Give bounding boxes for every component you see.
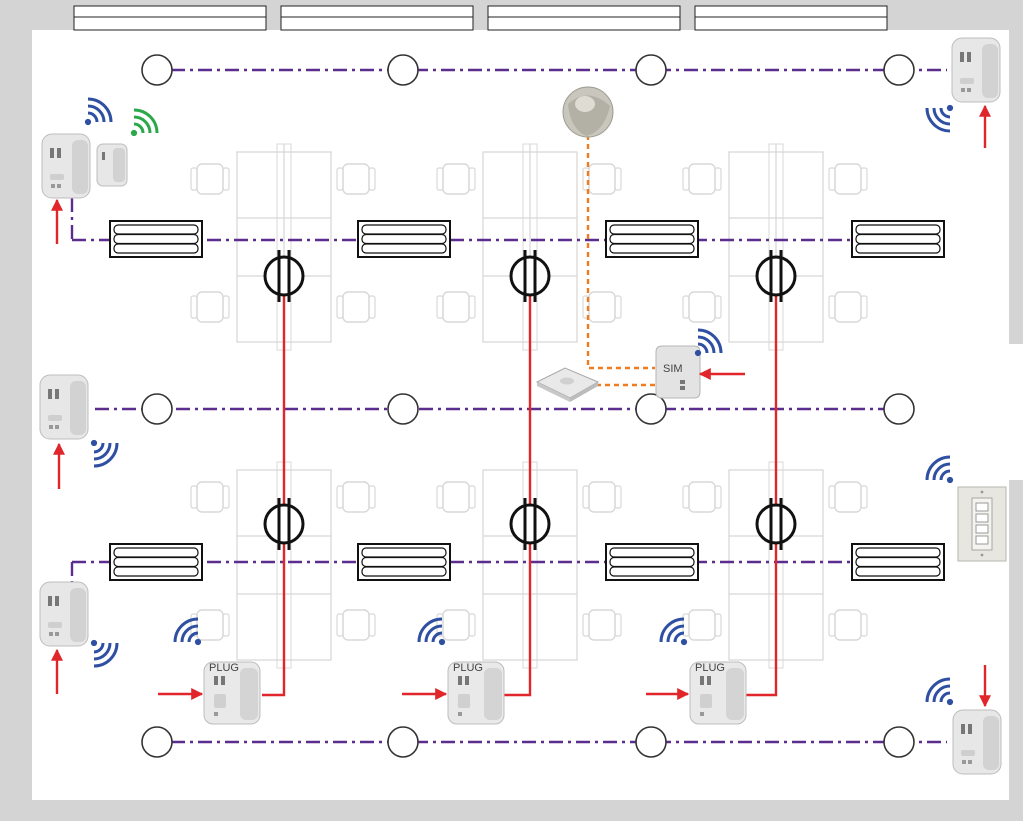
- round-downlight-icon: [635, 393, 667, 425]
- control-lines: [70, 68, 947, 744]
- title-boxes: [73, 5, 888, 31]
- title-box-3: [487, 5, 681, 31]
- round-downlight-icon: [141, 726, 173, 758]
- linear-fixture-icon: [605, 543, 699, 581]
- sensor-lines: [586, 135, 655, 387]
- power-lines: [262, 280, 778, 697]
- linear-fixture-icon: [109, 220, 203, 258]
- plug-load-controller: PLUG: [203, 661, 261, 725]
- small-relay-icon: [96, 143, 128, 187]
- wall-relay-module-icon: [39, 374, 89, 440]
- round-downlight-icon: [635, 54, 667, 86]
- wall-relay-module-icon: [39, 581, 89, 647]
- round-downlight-icon: [883, 54, 915, 86]
- round-downlight-icon: [387, 393, 419, 425]
- plug-label: PLUG: [695, 662, 725, 674]
- wall-relay-module-icon: [951, 37, 1001, 103]
- keypad-switch-icon: [957, 486, 1007, 562]
- linear-fixture-icon: [357, 543, 451, 581]
- round-downlight-icon: [141, 54, 173, 86]
- linear-fixture-icon: [109, 543, 203, 581]
- title-box-2: [280, 5, 474, 31]
- wall-relay-module-icon: [41, 133, 91, 199]
- linear-fixture-icon: [851, 543, 945, 581]
- round-downlight-icon: [883, 393, 915, 425]
- round-downlight-icon: [635, 726, 667, 758]
- wall-relay-module-icon: [952, 709, 1002, 775]
- plug-label: PLUG: [209, 662, 239, 674]
- plug-controllers: PLUG PLUG PLUG: [203, 661, 747, 725]
- sim-module-icon: [655, 345, 701, 399]
- round-downlight-icon: [883, 726, 915, 758]
- linear-fixture-icon: [851, 220, 945, 258]
- round-downlight-icon: [387, 54, 419, 86]
- round-downlight-icon: [387, 726, 419, 758]
- title-box-4: [694, 5, 888, 31]
- wall-modules: [39, 37, 1002, 775]
- title-box-1: [73, 5, 267, 31]
- ceiling-sensor-icon: [535, 367, 600, 402]
- linear-fixture-icon: [357, 220, 451, 258]
- sim-label: SIM: [663, 363, 683, 375]
- power-feed-arrows: [51, 104, 991, 708]
- plug-label: PLUG: [453, 662, 483, 674]
- plug-load-controller: PLUG: [689, 661, 747, 725]
- occupancy-sensor-icon: [562, 86, 614, 138]
- round-downlight-icon: [141, 393, 173, 425]
- plug-load-controller: PLUG: [447, 661, 505, 725]
- linear-fixture-icon: [605, 220, 699, 258]
- sim-module: SIM: [655, 345, 701, 399]
